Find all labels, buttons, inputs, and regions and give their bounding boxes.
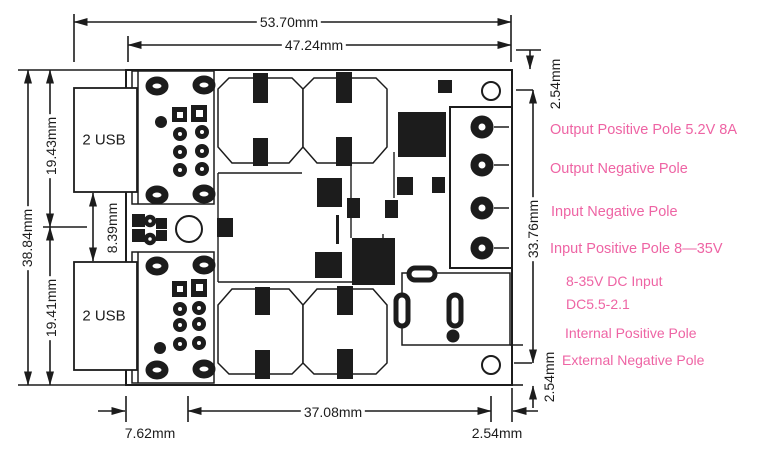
dim-right-bottom-label: 2.54mm	[541, 348, 557, 406]
dc-note-jack-size: DC5.5-2.1	[566, 296, 630, 312]
mounting-holes	[175, 81, 501, 375]
dim-left-total-label: 38.84mm	[19, 205, 35, 271]
usb-connector-top	[73, 70, 216, 205]
dim-top-outer-label: 53.70mm	[256, 14, 322, 30]
dim-bottom-right-label: 2.54mm	[468, 425, 526, 441]
inductor-pads	[253, 72, 353, 379]
pin-label-input-negative: Input Negative Pole	[551, 203, 678, 220]
dim-bottom-left-label: 7.62mm	[121, 425, 179, 441]
dim-top-inner-label: 47.24mm	[281, 37, 347, 53]
smd-components	[132, 80, 452, 285]
dim-bottom-span-label: 37.08mm	[300, 404, 366, 420]
dc-note-external-negative: External Negative Pole	[562, 352, 705, 368]
dc-note-input-range: 8-35V DC Input	[566, 273, 663, 289]
dim-usb-gap-label: 8.39mm	[104, 199, 120, 257]
pin-label-output-positive: Output Positive Pole 5.2V 8A	[550, 121, 737, 138]
dc-note-internal-positive: Internal Positive Pole	[565, 325, 697, 341]
usb-top-label: 2 USB	[82, 131, 126, 149]
dim-right-top-label: 2.54mm	[547, 55, 563, 113]
usb-connector-bottom	[73, 251, 216, 384]
inductor-footprints	[217, 77, 388, 375]
usb-bottom-label: 2 USB	[82, 307, 126, 325]
dim-right-span-label: 33.76mm	[525, 196, 541, 262]
dc-jack-footprint	[393, 265, 523, 346]
terminal-block	[449, 106, 513, 269]
pin-label-input-positive: Input Positive Pole 8—35V	[550, 240, 723, 257]
dim-left-lower-label: 19.41mm	[43, 275, 59, 341]
dim-left-upper-label: 19.43mm	[43, 113, 59, 179]
pin-label-output-negative: Output Negative Pole	[550, 160, 688, 177]
